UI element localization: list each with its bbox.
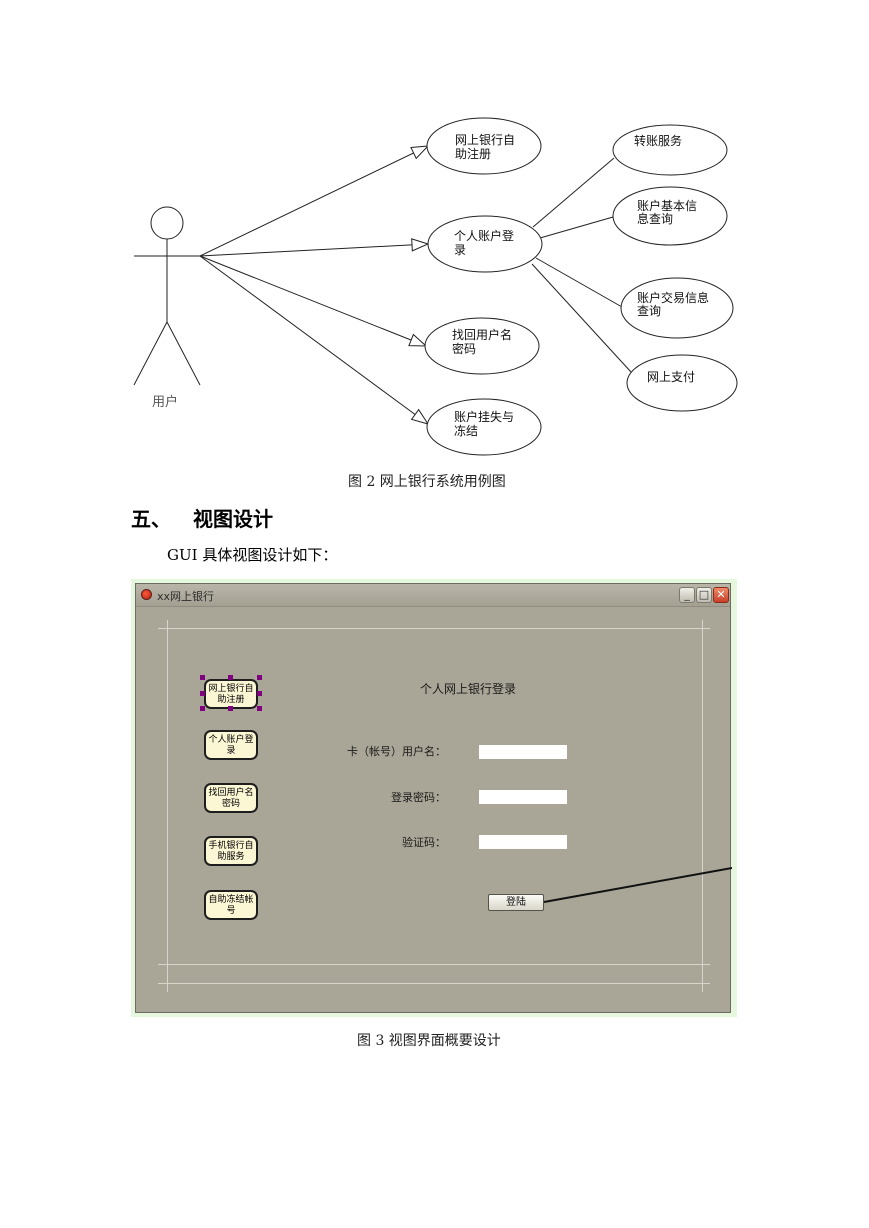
annotation-pointer-line [543,867,732,903]
usecase-freeze-label-2: 冻结 [454,423,478,438]
minimize-button[interactable]: _ [679,587,695,603]
association-freeze [199,255,428,424]
usecase-recover [424,317,540,375]
app-icon [141,589,152,600]
usecase-login [427,215,543,273]
figure-3-caption: 图 3 视图界面概要设计 [357,1033,501,1049]
selection-handle [257,675,262,680]
maximize-button[interactable]: □ [696,587,712,603]
usecase-recover-label-2: 密码 [452,341,476,356]
usecase-basic-info-label-2: 息查询 [637,211,673,226]
association-recover [199,255,426,346]
usecase-freeze-label-1: 账户挂失与 [454,409,514,424]
usecase-transfer-label: 转账服务 [634,133,682,148]
register-button[interactable]: 网上银行自助注册 [204,679,258,709]
frame-line-bottom-1 [158,964,710,965]
selection-handle [200,706,205,711]
usecase-trans-info [620,277,734,339]
usecase-payment [626,354,738,412]
captcha-input[interactable] [479,835,567,849]
usecase-trans-info-label-1: 账户交易信息 [637,290,709,305]
frame-line-top [158,628,710,629]
usecase-register [426,117,542,175]
usecase-login-label-1: 个人账户登 [454,228,514,243]
frame-line-right [702,620,703,992]
selection-handle [228,675,233,680]
usecase-register-label-1: 网上银行自 [455,133,515,147]
card-input[interactable] [479,745,567,759]
card-label: 卡（帐号）用户名： [347,745,446,758]
password-label: 登录密码： [391,791,446,804]
window-titlebar[interactable]: xx网上银行 _ □ ✕ [136,584,730,607]
selection-handle [200,675,205,680]
figure-2-caption: 图 2 网上银行系统用例图 [348,474,506,490]
recover-password-button[interactable]: 找回用户名密码 [204,783,258,813]
frame-line-left [167,620,168,992]
section-intro: GUI 具体视图设计如下： [167,546,338,564]
section-heading: 五、视图设计 [131,503,273,532]
actor-label: 用户 [152,394,178,410]
usecase-payment-label: 网上支付 [647,370,695,384]
link-trans-info [535,257,623,308]
login-button[interactable]: 登陆 [488,894,544,911]
association-login [199,244,428,257]
section-title: 视图设计 [193,507,273,531]
link-transfer [532,157,615,228]
selection-handle [228,706,233,711]
mobile-banking-button[interactable]: 手机银行自助服务 [204,836,258,866]
frame-line-bottom-2 [158,983,710,984]
link-payment [531,263,632,373]
selection-handle [257,706,262,711]
login-title: 个人网上银行登录 [420,682,517,696]
usecase-register-label-2: 助注册 [455,146,491,161]
usecase-basic-info [612,186,728,246]
close-button[interactable]: ✕ [713,587,729,603]
usecase-login-label-2: 录 [454,243,466,257]
association-register [199,146,428,257]
password-input[interactable] [479,790,567,804]
section-number: 五、 [131,507,171,531]
captcha-label: 验证码： [402,836,446,849]
selection-handle [257,691,262,696]
link-basic-info [539,216,614,239]
gui-figure: xx网上银行 _ □ ✕ 网上银行自助注册 个人账户登录 找回用户名密码 手机银… [131,579,737,1017]
window-title: xx网上银行 [157,590,215,603]
account-login-button[interactable]: 个人账户登录 [204,730,258,760]
selection-handle [200,691,205,696]
actor-figure [133,206,201,386]
usecase-basic-info-label-1: 账户基本信 [637,198,697,213]
use-case-diagram: 用户 网上银行自 助注册 个人账户登 录 找回用户名 密码 账户挂失与 冻结 转… [133,117,738,456]
usecase-transfer [612,124,728,176]
freeze-account-button[interactable]: 自助冻结帐号 [204,890,258,920]
usecase-recover-label-1: 找回用户名 [452,327,512,342]
usecase-freeze [426,398,542,456]
usecase-trans-info-label-2: 查询 [637,304,661,318]
bank-window: xx网上银行 _ □ ✕ 网上银行自助注册 个人账户登录 找回用户名密码 手机银… [135,583,732,1013]
